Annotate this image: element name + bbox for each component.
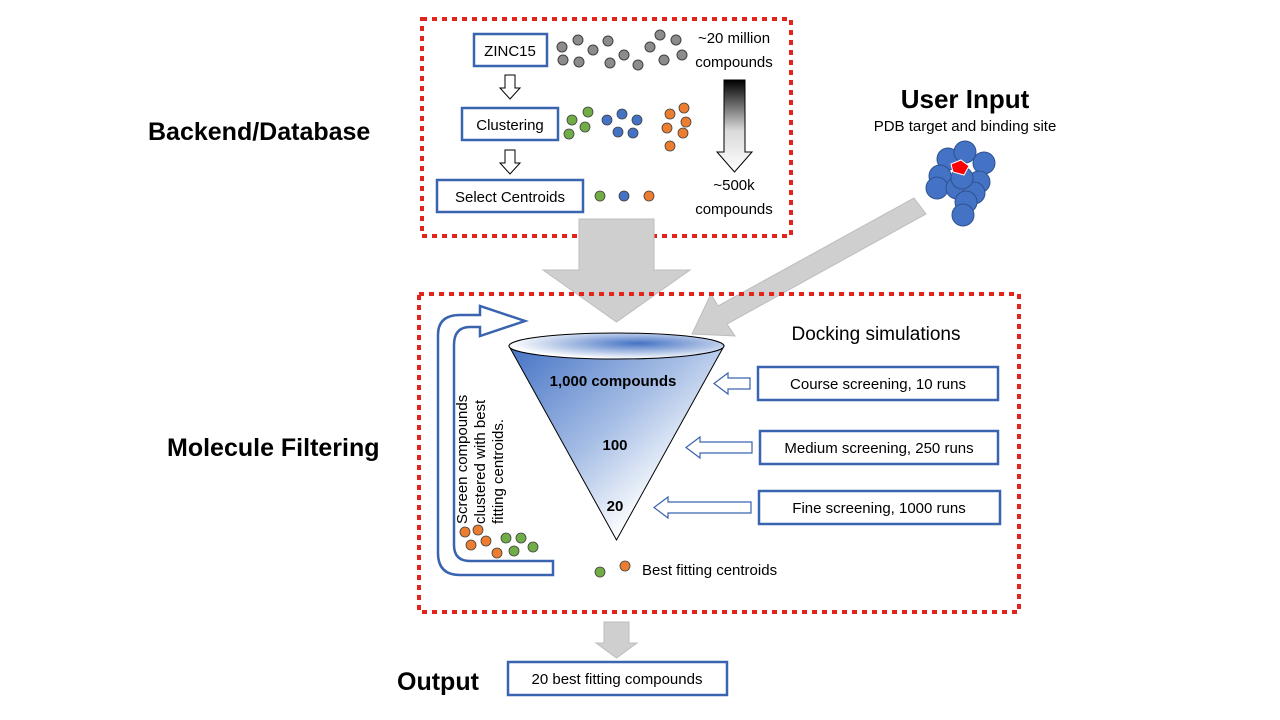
- gray-compound-dots: [556, 29, 688, 71]
- compound-dot: [556, 41, 568, 53]
- compound-dot: [644, 41, 656, 53]
- orange-dot: [480, 535, 492, 547]
- loop-text-line2: clustered with best: [472, 399, 489, 524]
- best-green-centroid-dot: [594, 566, 606, 578]
- compound-dot: [676, 49, 688, 61]
- select-centroids-box: [435, 178, 585, 214]
- protein-structure: [925, 140, 996, 227]
- protein-atom: [972, 151, 996, 175]
- best-fitting-centroids-label: Best fitting centroids: [642, 562, 777, 579]
- output-section-label: Output: [397, 668, 480, 696]
- green-dot: [500, 532, 512, 544]
- best-orange-centroid-dot: [619, 560, 631, 572]
- user-input-arrow-icon: [691, 197, 927, 337]
- count-bottom-line2: compounds: [695, 201, 773, 218]
- filtering-section-label: Molecule Filtering: [167, 434, 380, 462]
- orange-dot: [465, 539, 477, 551]
- funnel-level-100: 100: [602, 437, 627, 454]
- fine-screening-box: [757, 489, 1002, 526]
- clustering-box: [460, 106, 560, 142]
- docking-simulations-title: Docking simulations: [792, 324, 961, 345]
- user-input-subtitle: PDB target and binding site: [874, 118, 1057, 135]
- blue-centroid-dot: [618, 190, 630, 202]
- clustering-label: Clustering: [476, 117, 544, 134]
- blue-dot: [627, 127, 639, 139]
- zinc15-label: ZINC15: [484, 43, 536, 60]
- protein-atom: [925, 176, 949, 200]
- orange-dot: [661, 122, 673, 134]
- compound-dot: [658, 54, 670, 66]
- orange-dot: [680, 116, 692, 128]
- green-dot: [566, 114, 578, 126]
- orange-dot: [459, 526, 471, 538]
- green-dot: [579, 121, 591, 133]
- protein-atom: [951, 203, 975, 227]
- compound-dot: [632, 59, 644, 71]
- output-label: 20 best fitting compounds: [532, 671, 703, 688]
- left-arrow-icon: [685, 435, 753, 460]
- reduction-arrow-icon: [715, 79, 754, 173]
- output-box: [506, 660, 729, 697]
- orange-dot: [491, 547, 503, 559]
- orange-dot: [678, 102, 690, 114]
- down-arrow-icon: [498, 74, 522, 100]
- count-bottom-line1: ~500k: [713, 177, 755, 194]
- green-dot: [582, 106, 594, 118]
- medium-screening-box: [758, 429, 1000, 466]
- green-dot: [515, 532, 527, 544]
- orange-dot: [472, 524, 484, 536]
- compound-dot: [670, 34, 682, 46]
- green-dot: [508, 545, 520, 557]
- down-arrow-icon: [498, 149, 522, 175]
- loop-text-line3: fitting centroids.: [490, 419, 507, 524]
- feedback-loop-arrow-icon: [436, 304, 555, 577]
- filtering-dashed-box: [417, 292, 1021, 614]
- count-top-line1: ~20 million: [698, 30, 770, 47]
- green-dot: [527, 541, 539, 553]
- blue-dot: [616, 108, 628, 120]
- compound-dot: [557, 54, 569, 66]
- blue-dot: [612, 126, 624, 138]
- binding-site-marker: [950, 159, 970, 176]
- orange-dot: [664, 140, 676, 152]
- orange-dot: [664, 108, 676, 120]
- blue-dot: [631, 114, 643, 126]
- left-arrow-icon: [713, 371, 751, 396]
- zinc15-box: [472, 32, 549, 68]
- compound-dot: [602, 35, 614, 47]
- compound-dot: [573, 56, 585, 68]
- orange-dot: [677, 127, 689, 139]
- count-top-line2: compounds: [695, 54, 773, 71]
- funnel-top: [508, 332, 725, 360]
- select-centroids-label: Select Centroids: [455, 189, 565, 206]
- compound-dot: [604, 57, 616, 69]
- course-screening-label: Course screening, 10 runs: [790, 376, 966, 393]
- loop-text-line1: Screen compounds: [454, 395, 471, 524]
- green-dot: [563, 128, 575, 140]
- funnel-level-20: 20: [607, 498, 624, 515]
- medium-screening-label: Medium screening, 250 runs: [784, 440, 973, 457]
- user-input-label: User Input: [901, 84, 1030, 114]
- compound-dot: [654, 29, 666, 41]
- output-arrow-icon: [594, 621, 639, 659]
- protein-atom: [953, 140, 977, 164]
- left-arrow-icon: [653, 495, 752, 520]
- fine-screening-label: Fine screening, 1000 runs: [792, 500, 965, 517]
- backend-section-label: Backend/Database: [148, 118, 370, 146]
- compound-dot: [587, 44, 599, 56]
- blue-dot: [601, 114, 613, 126]
- funnel-level-1000: 1,000 compounds: [550, 373, 677, 390]
- compound-dot: [618, 49, 630, 61]
- compound-dot: [572, 34, 584, 46]
- course-screening-box: [756, 365, 1000, 402]
- orange-centroid-dot: [643, 190, 655, 202]
- green-centroid-dot: [594, 190, 606, 202]
